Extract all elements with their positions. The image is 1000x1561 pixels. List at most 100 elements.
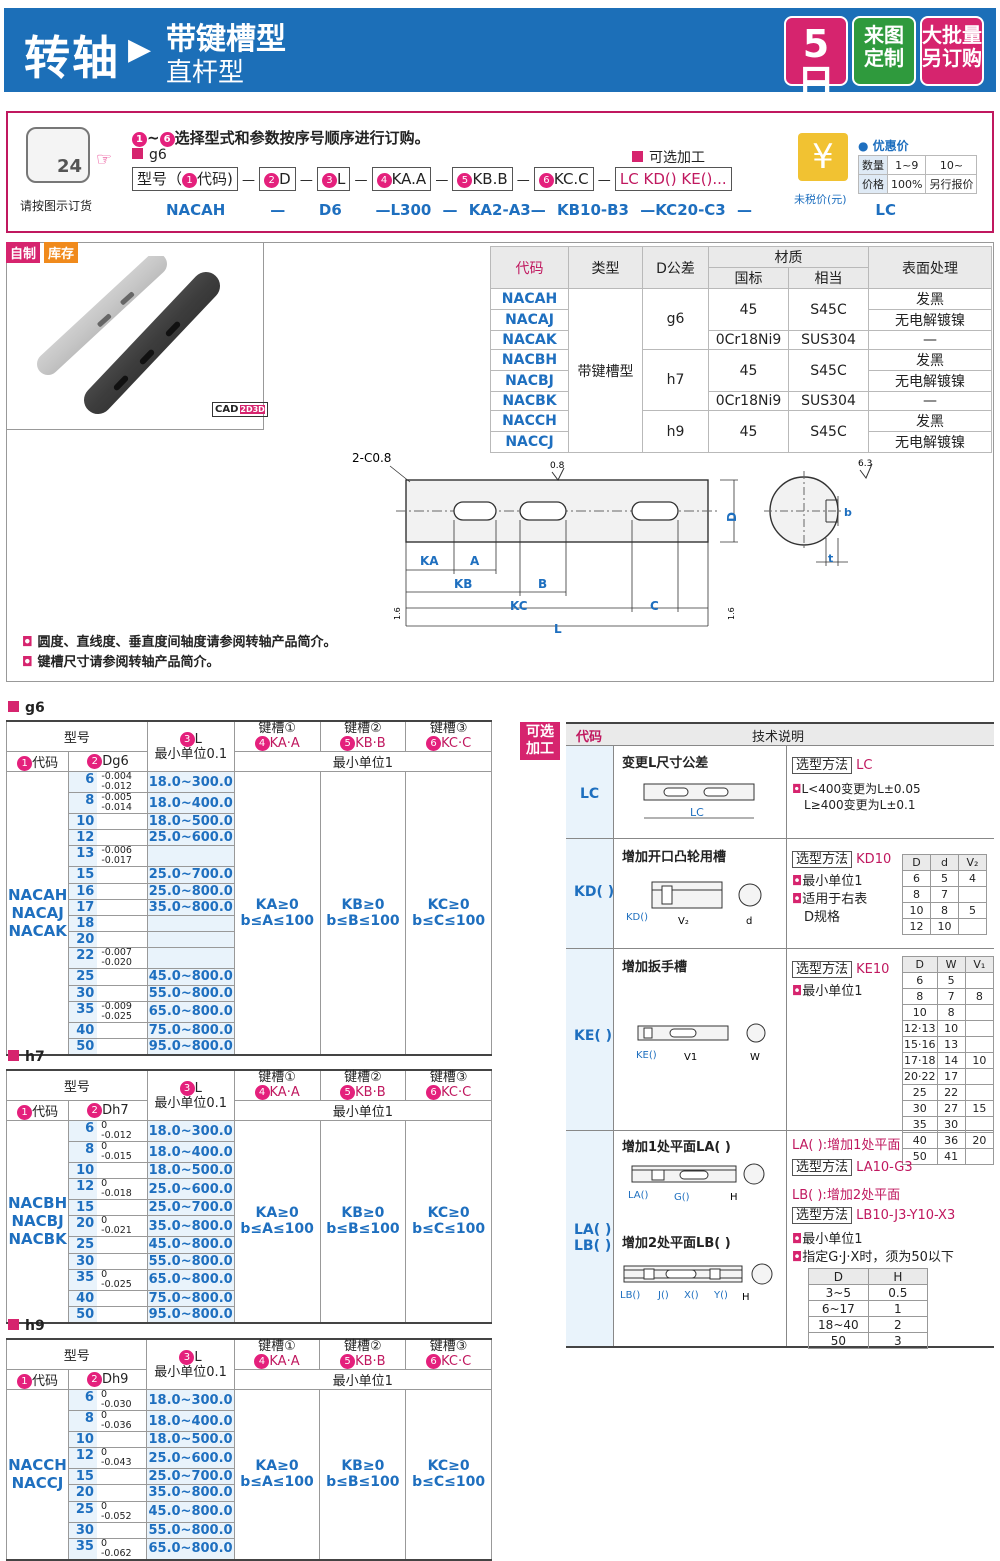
- spec-g6-label: g6: [8, 700, 45, 716]
- optional-table: 代码 技术说明 LC 变更L尺寸公差 LC 选型方法 LC ◘L<400变更为L…: [566, 722, 995, 1349]
- opt-la-note1: ◘最小单位1: [792, 1232, 863, 1247]
- svg-text:LA(): LA(): [628, 1190, 649, 1201]
- product-section: [6, 242, 994, 682]
- opt-ke-method: 选型方法 KE10: [792, 958, 889, 978]
- opt-kd-note2: ◘适用于右表: [792, 892, 868, 907]
- roughness-63: 6.3: [858, 459, 872, 469]
- opt-la-title: 增加1处平面LA( ): [622, 1140, 731, 1155]
- order-example: NACAH — D6 —L300 — KA2-A3— KB10-B3 —KC20…: [166, 201, 896, 219]
- badge-custom: 来图定制: [852, 16, 916, 86]
- svg-text:X(): X(): [684, 1290, 699, 1301]
- svg-text:W: W: [750, 1052, 760, 1063]
- lb-figure: LB()J()X()Y()H: [620, 1263, 773, 1303]
- opt-lc-rule1: ◘L<400变更为L±0.05: [792, 782, 921, 796]
- dim-L: L: [554, 622, 562, 636]
- dim-KA: KA: [420, 554, 439, 568]
- page-title: 转轴: [24, 31, 120, 85]
- title-banner: 转轴 ▶ 带键槽型 直杆型 5日发货 来图定制 大批量另订购: [4, 8, 996, 118]
- opt-col-code: 代码: [576, 730, 603, 745]
- dim-C: C: [650, 599, 659, 613]
- yen-icon: ¥: [798, 133, 848, 181]
- tax-note: 未税价(元): [794, 193, 847, 206]
- roughness-16b: 1.6: [727, 607, 736, 620]
- svg-text:J(): J(): [657, 1290, 669, 1301]
- svg-text:d: d: [746, 916, 752, 927]
- shaft-photo: [37, 256, 220, 414]
- discount-title: ● 优惠价: [858, 139, 909, 153]
- opt-ke-code: KE( ): [574, 1028, 613, 1044]
- page-subtitle-2: 直杆型: [166, 58, 245, 88]
- table-row: 22-0.007-0.020: [7, 947, 492, 970]
- svg-text:Y(): Y(): [713, 1290, 728, 1301]
- svg-text:KD(): KD(): [626, 912, 648, 923]
- roughness-16a: 1.6: [393, 607, 402, 620]
- tag-custom: 自制: [6, 242, 41, 263]
- svg-text:KE(): KE(): [636, 1050, 657, 1061]
- phone-24-icon: [26, 127, 90, 183]
- phone-caption: 请按图示订货: [20, 199, 93, 213]
- opt-kd-note1: ◘最小单位1: [792, 874, 863, 889]
- drawing-note-1: ◘ 圆度、直线度、垂直度间轴度请参阅转轴产品简介。: [22, 635, 337, 650]
- dim-D: D: [725, 512, 739, 522]
- svg-text:LB(): LB(): [620, 1290, 640, 1301]
- opt-kd-method: 选型方法 KD10: [792, 848, 891, 868]
- opt-lb-desc: LB( ):增加2处平面: [792, 1188, 901, 1203]
- opt-la-code: LA( ) LB( ): [574, 1222, 612, 1254]
- opt-kd-note3: D规格: [804, 910, 841, 925]
- dim-t: t: [828, 552, 833, 565]
- la-figure: LA()G()H: [628, 1163, 765, 1203]
- dim-B: B: [538, 577, 547, 591]
- drawing-note-2: ◘ 键槽尺寸请参阅转轴产品简介。: [22, 655, 220, 670]
- opt-lb-title: 增加2处平面LB( ): [622, 1236, 731, 1251]
- opt-lb-method: 选型方法 LB10-J3-Y10-X3: [792, 1204, 955, 1224]
- opt-col-desc: 技术说明: [752, 730, 805, 745]
- spec-h9-label: h9: [8, 1318, 45, 1334]
- svg-text:H: H: [730, 1192, 738, 1203]
- order-tol: g6: [132, 147, 167, 163]
- spec-h7-label: h7: [8, 1049, 45, 1065]
- svg-text:LC: LC: [690, 806, 704, 819]
- badge-5day: 5日发货: [784, 16, 848, 118]
- shaft-drawing: D KA A KB B KC C L 2-C0.8 0.8 6.3 1.6 1.…: [352, 451, 873, 636]
- arrow-right-icon: ▶: [128, 32, 152, 67]
- opt-kd-title: 增加开口凸轮用槽: [622, 850, 727, 865]
